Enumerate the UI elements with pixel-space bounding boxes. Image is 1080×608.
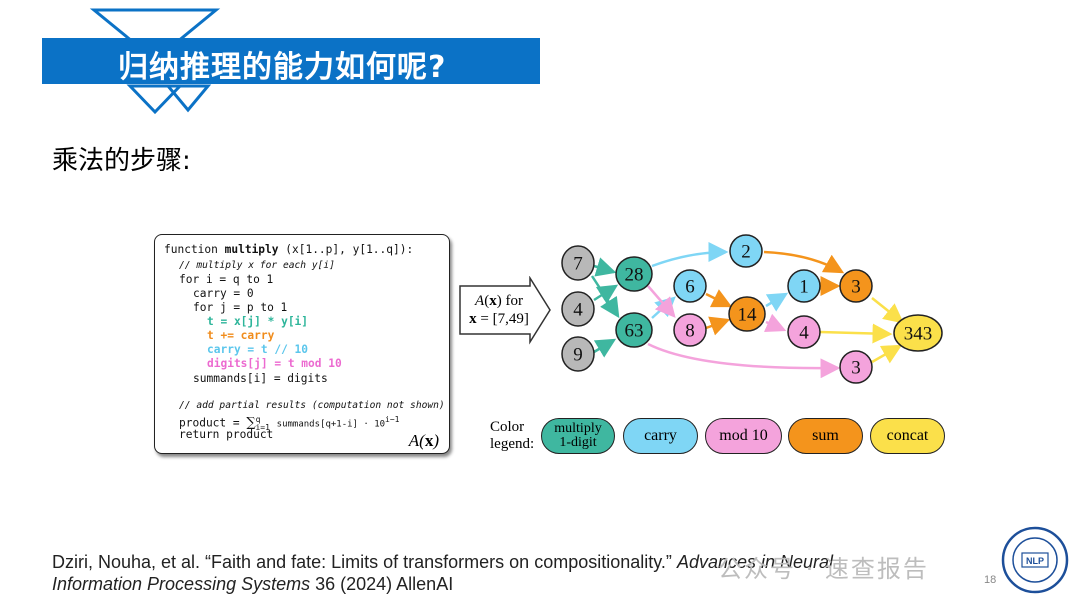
node-label: 2 — [741, 242, 751, 263]
edge-63-6 — [651, 296, 676, 319]
edge-3-343 — [871, 297, 904, 324]
edge-9-63 — [593, 338, 617, 358]
code-line: // add partial results (computation not … — [179, 400, 445, 411]
node-label: 4 — [799, 323, 809, 344]
edge-7-28 — [593, 257, 617, 277]
edge-6-14 — [705, 289, 733, 308]
page-number: 18 — [984, 574, 997, 586]
page-title: 归纳推理的能力如何呢? — [118, 50, 447, 85]
node-label: 343 — [904, 324, 933, 345]
sum-symbol: ∑ — [246, 415, 256, 431]
node-label: 3 — [851, 358, 861, 379]
code-line: carry = 0 — [193, 287, 254, 300]
node-mod-4 — [787, 315, 821, 349]
node-label: 9 — [573, 345, 583, 366]
node-label: 6 — [685, 277, 695, 298]
code-line: summands[i] = digits — [193, 372, 328, 385]
citation: Dziri, Nouha, et al. “Faith and fate: Li… — [52, 551, 882, 595]
legend-multiply-line-1: multiply — [554, 421, 602, 436]
legend-sum: sum — [788, 418, 863, 454]
edge-7-63 — [590, 275, 620, 319]
edge-14-1 — [765, 292, 789, 312]
node-label: 1 — [799, 277, 809, 298]
arrow-shape — [459, 276, 551, 345]
edge-14-4 — [763, 313, 787, 333]
legend-title-line-2: legend: — [490, 436, 535, 452]
node-input-4 — [561, 291, 595, 327]
node-concat-343 — [893, 314, 943, 352]
citation-tail: 36 (2024) AllenAI — [310, 574, 454, 594]
algorithm-code-box: function multiply (x[1..p], y[1..q]): //… — [154, 234, 450, 454]
arrow-line-1: A(x) for — [475, 293, 523, 309]
node-sum-14 — [728, 296, 766, 332]
edge-63-3 — [647, 342, 841, 379]
arrow-line-2: x = [7,49] — [469, 311, 529, 327]
title-decoration — [89, 8, 221, 115]
code-line-signature: function multiply (x[1..p], y[1..q]): — [164, 243, 414, 256]
arrow-label: A(x) for x = [7,49] — [462, 292, 536, 328]
node-label: 3 — [851, 277, 861, 298]
node-input-7 — [561, 245, 595, 281]
edge-28-2 — [651, 242, 729, 268]
logo-text: NLP — [1026, 556, 1044, 566]
node-sum-3 — [839, 269, 873, 303]
node-label: 8 — [685, 321, 695, 342]
legend-mod10: mod 10 — [705, 418, 782, 454]
node-carry-2 — [729, 234, 763, 268]
edge-28-8 — [647, 285, 676, 318]
node-carry-6 — [673, 269, 707, 303]
node-carry-1 — [787, 269, 821, 303]
code-line: return product — [179, 428, 274, 441]
edge-4-343 — [819, 323, 893, 344]
edge-2-3 — [763, 250, 845, 274]
section-subtitle: 乘法的步骤: — [52, 146, 191, 176]
node-label: 7 — [573, 254, 583, 275]
sum-lower: i=1 — [255, 422, 270, 432]
edge-8-14 — [705, 316, 731, 336]
legend-title: Color legend: — [490, 419, 534, 453]
product-label: product = — [179, 416, 247, 430]
code-line-carry: carry = t // 10 — [207, 343, 309, 356]
edge-3b-343 — [871, 344, 903, 364]
code-line-digits: digits[j] = t mod 10 — [207, 357, 342, 370]
node-mod-8 — [673, 313, 707, 347]
node-input-9 — [561, 336, 595, 372]
code-line: for j = p to 1 — [193, 301, 288, 314]
code-line: for i = q to 1 — [179, 273, 274, 286]
node-multiply-28 — [615, 256, 653, 292]
code-line-add-carry: t += carry — [207, 329, 275, 342]
legend-concat: concat — [870, 418, 945, 454]
title-bar — [42, 38, 540, 84]
citation-authors: Dziri, Nouha, et al. “Faith and fate: Li… — [52, 552, 672, 572]
node-label: 28 — [625, 265, 644, 286]
sum-body: summands[q+1-i] · 10 — [276, 419, 386, 430]
node-multiply-63 — [615, 312, 653, 348]
node-label: 14 — [738, 305, 758, 326]
code-line-product: product = ∑qi=1 summands[q+1-i] · 10i−1 — [179, 413, 400, 436]
legend-multiply-line-2: 1-digit — [559, 435, 597, 450]
code-line-multiply: t = x[j] * y[i] — [207, 315, 309, 328]
sum-upper: q — [255, 415, 261, 424]
citation-venue: Advances in Neural Information Processin… — [52, 552, 834, 594]
university-logo: NLP — [1001, 526, 1069, 594]
edge-4-28 — [593, 284, 619, 304]
watermark: 公众号 · 速查报告 — [718, 555, 929, 583]
code-line: // multiply x for each y[i] — [179, 260, 335, 271]
legend-title-line-1: Color — [490, 419, 525, 435]
node-label: 63 — [625, 321, 644, 342]
algorithm-signature: A(x) — [408, 431, 439, 451]
node-mod-3 — [839, 350, 873, 384]
legend-carry: carry — [623, 418, 698, 454]
sum-exp: i−1 — [385, 415, 400, 424]
node-label: 4 — [573, 300, 583, 321]
